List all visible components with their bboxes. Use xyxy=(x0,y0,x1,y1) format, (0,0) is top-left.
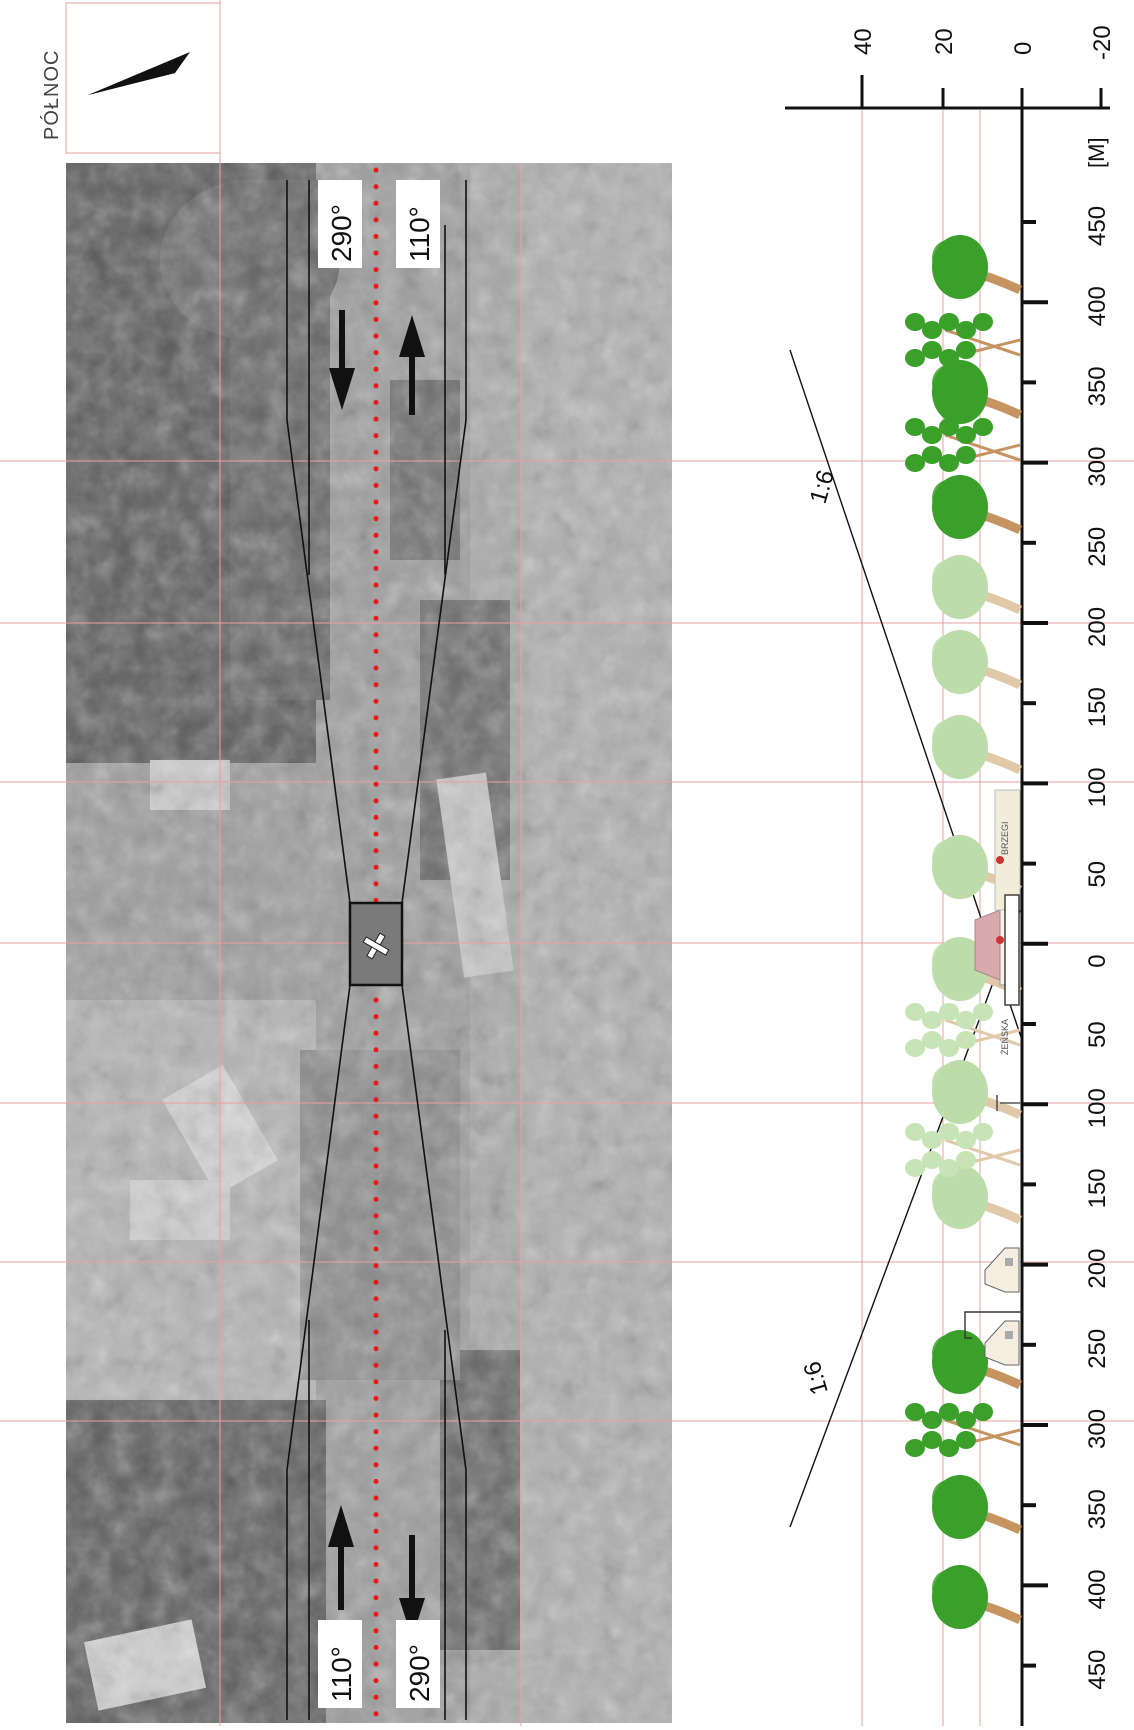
tree-icon xyxy=(932,630,1022,694)
height-tick-label: 20 xyxy=(931,28,958,55)
distance-tick-label: 150 xyxy=(1084,1168,1111,1208)
distance-tick-marks xyxy=(1022,220,1048,1668)
arrow-down-icon xyxy=(329,310,355,410)
distance-tick-label: 200 xyxy=(1084,1249,1111,1289)
svg-text:290°: 290° xyxy=(326,204,357,262)
tree-icon xyxy=(905,1003,1021,1057)
distance-tick-label: 150 xyxy=(1084,687,1111,727)
distance-tick-label: 450 xyxy=(1084,1650,1111,1690)
building-label-right: ŻEŃSKA xyxy=(1000,1019,1010,1055)
tree-icon xyxy=(932,937,1022,1001)
distance-tick-label: 200 xyxy=(1084,607,1111,647)
height-tick-label: 40 xyxy=(850,28,877,55)
distance-tick-label: 250 xyxy=(1084,1329,1111,1369)
tree-icon xyxy=(905,1403,1021,1457)
north-compass xyxy=(65,2,221,154)
distance-tick-label: 400 xyxy=(1084,286,1111,326)
distance-tick-label: 250 xyxy=(1084,527,1111,567)
slope-label-top: 1:6 xyxy=(805,467,840,507)
height-unit-label: [M] xyxy=(1084,137,1109,168)
distance-tick-label: 0 xyxy=(1084,954,1111,967)
slope-label-bottom: 1:6 xyxy=(799,1358,834,1398)
distance-tick-labels: 450 400 350 300 250 200 150 100 50 0 50 100 150 200 25… xyxy=(1084,206,1111,1690)
distance-tick-label: 350 xyxy=(1084,1489,1111,1529)
direction-label-bottom-right: 290° xyxy=(396,1620,440,1708)
arrow-up-icon xyxy=(399,315,425,415)
north-label: PÓŁNOC xyxy=(40,50,63,140)
tree-icon xyxy=(905,1123,1021,1177)
height-tick-marks xyxy=(860,75,1103,108)
direction-label-top-left: 290° xyxy=(318,180,362,268)
tree-icon xyxy=(932,1165,1022,1229)
distance-tick-label: 450 xyxy=(1084,206,1111,246)
distance-tick-label: 100 xyxy=(1084,767,1111,807)
airport-buildings: BRZEGI ŻEŃSKA xyxy=(974,789,1021,1111)
tree-icon xyxy=(932,835,1022,899)
distance-tick-label: 400 xyxy=(1084,1569,1111,1609)
tree-icon xyxy=(932,555,1022,619)
arrow-up-icon xyxy=(328,1505,354,1610)
height-tick-label: 0 xyxy=(1010,42,1037,55)
distance-tick-label: 100 xyxy=(1084,1088,1111,1128)
distance-tick-label: 300 xyxy=(1084,1409,1111,1449)
distance-tick-label: 350 xyxy=(1084,366,1111,406)
tree-icon xyxy=(932,1330,1022,1394)
arrow-down-icon xyxy=(399,1535,425,1638)
direction-label-bottom-left: 110° xyxy=(318,1620,362,1708)
north-arrow-icon xyxy=(88,52,190,95)
tree-icon xyxy=(932,1060,1022,1124)
distance-tick-label: 300 xyxy=(1084,447,1111,487)
tree-icon xyxy=(932,475,1022,539)
svg-text:290°: 290° xyxy=(404,1644,435,1702)
height-tick-labels: 40 20 0 -20 xyxy=(850,25,1116,60)
height-tick-label: -20 xyxy=(1089,25,1116,60)
building-label-left: BRZEGI xyxy=(1000,821,1010,855)
house-icons xyxy=(964,1247,1022,1366)
distance-tick-label: 50 xyxy=(1084,1021,1111,1048)
cross-marker-icon xyxy=(362,932,390,960)
tree-icon xyxy=(905,418,1021,472)
direction-label-top-right: 110° xyxy=(396,180,440,268)
tree-icon xyxy=(932,235,1022,299)
distance-tick-label: 50 xyxy=(1084,861,1111,888)
svg-text:110°: 110° xyxy=(404,206,435,262)
tree-icon xyxy=(932,1475,1022,1539)
tree-icon xyxy=(932,1565,1022,1629)
tree-icon xyxy=(905,313,1021,367)
tree-icon xyxy=(932,360,1022,424)
elevation-profile: 40 20 0 -20 [M] 450400350300250200150100… xyxy=(785,25,1116,1726)
tree-icon xyxy=(932,715,1022,779)
svg-text:110°: 110° xyxy=(326,1646,357,1702)
tree-row xyxy=(905,235,1022,1629)
